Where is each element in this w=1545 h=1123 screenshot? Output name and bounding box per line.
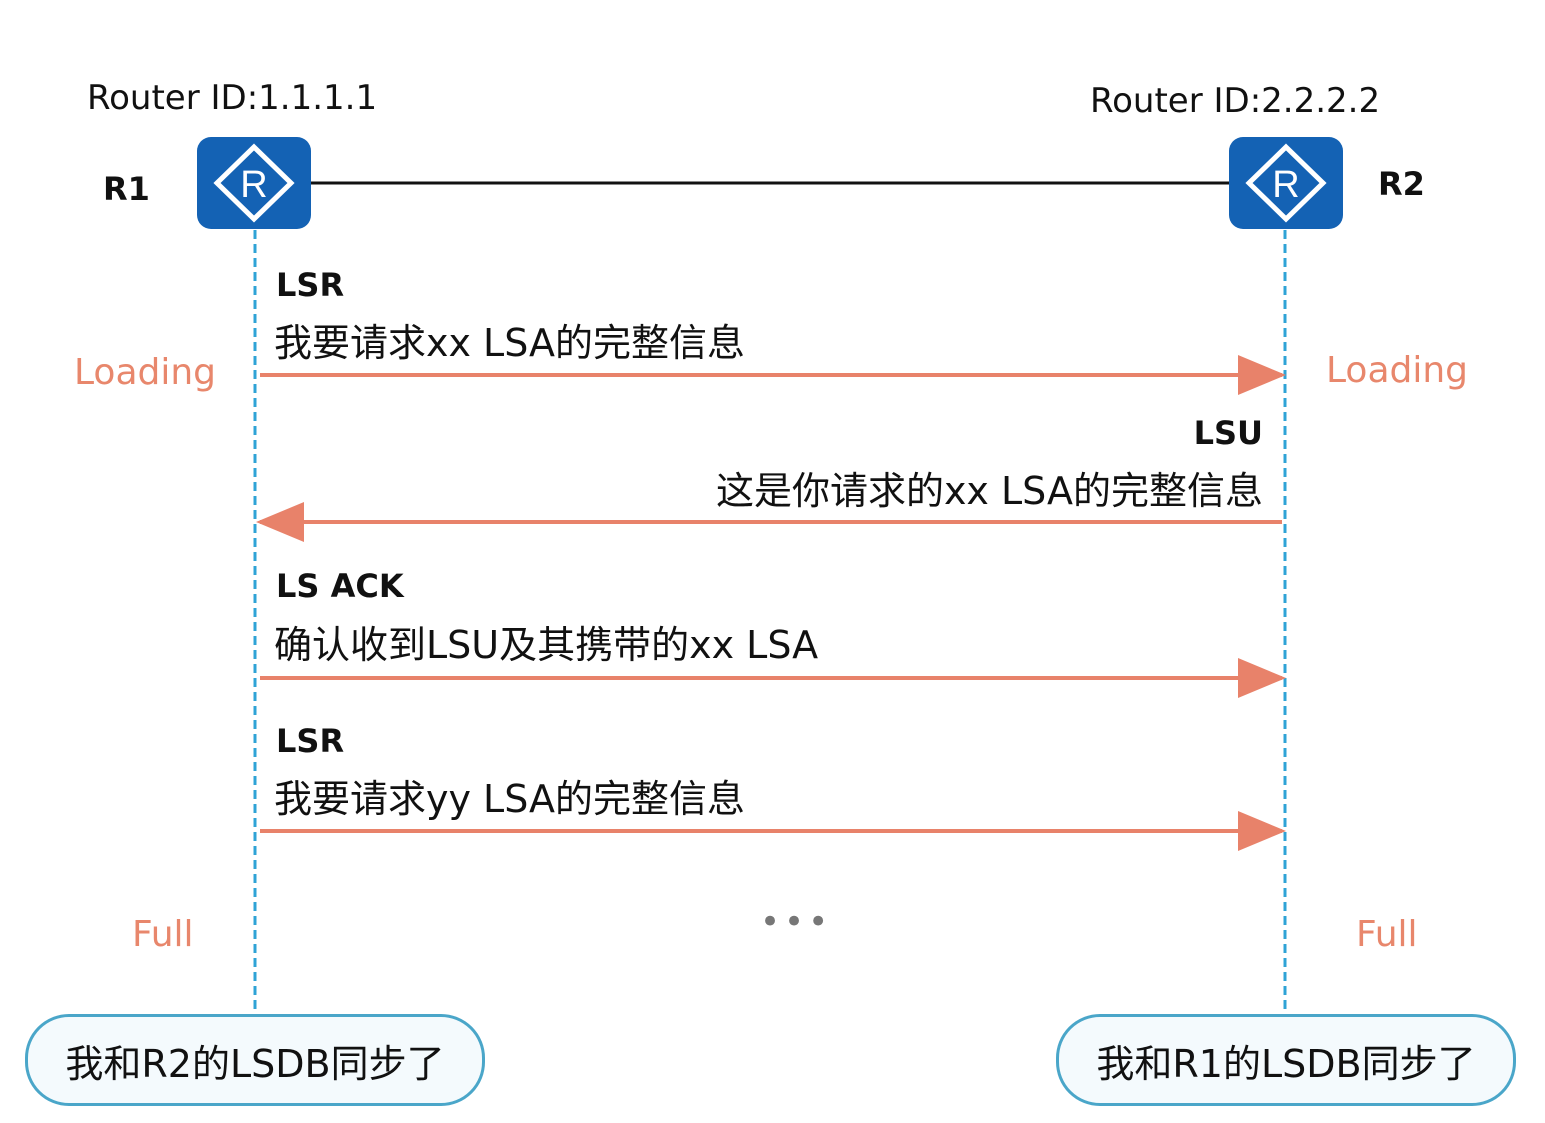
r2-sync-text: 我和R1的LSDB同步了: [1096, 1041, 1476, 1086]
r1-router-id: Router ID:1.1.1.1: [87, 78, 378, 118]
r1-name: R1: [103, 170, 150, 208]
r2-state-full: Full: [1356, 914, 1418, 955]
msg-desc-lsr-1: 我要请求xx LSA的完整信息: [274, 321, 746, 365]
r2-router-id: Router ID:2.2.2.2: [1090, 81, 1381, 121]
msg-desc-lsack: 确认收到LSU及其携带的xx LSA: [274, 623, 819, 667]
r2-state-loading: Loading: [1326, 350, 1469, 391]
svg-text:R: R: [240, 164, 267, 206]
r1-state-full: Full: [132, 914, 194, 955]
r1-sync-bubble: 我和R2的LSDB同步了: [25, 1014, 485, 1106]
r2-name: R2: [1378, 165, 1425, 203]
r1-router-icon: R: [197, 137, 311, 229]
msg-title-lsack: LS ACK: [276, 567, 404, 605]
msg-desc-lsr-2: 我要请求yy LSA的完整信息: [274, 777, 746, 821]
r2-router-icon: R: [1229, 137, 1343, 229]
msg-title-lsr-2: LSR: [276, 722, 345, 760]
msg-title-lsr-1: LSR: [276, 266, 345, 304]
r1-state-loading: Loading: [74, 352, 217, 393]
r2-sync-bubble: 我和R1的LSDB同步了: [1056, 1014, 1516, 1106]
svg-text:R: R: [1272, 164, 1299, 206]
msg-desc-lsu: 这是你请求的xx LSA的完整信息: [715, 469, 1263, 513]
msg-title-lsu: LSU: [1193, 414, 1263, 452]
ellipsis: •••: [760, 902, 833, 942]
r1-sync-text: 我和R2的LSDB同步了: [65, 1041, 445, 1086]
